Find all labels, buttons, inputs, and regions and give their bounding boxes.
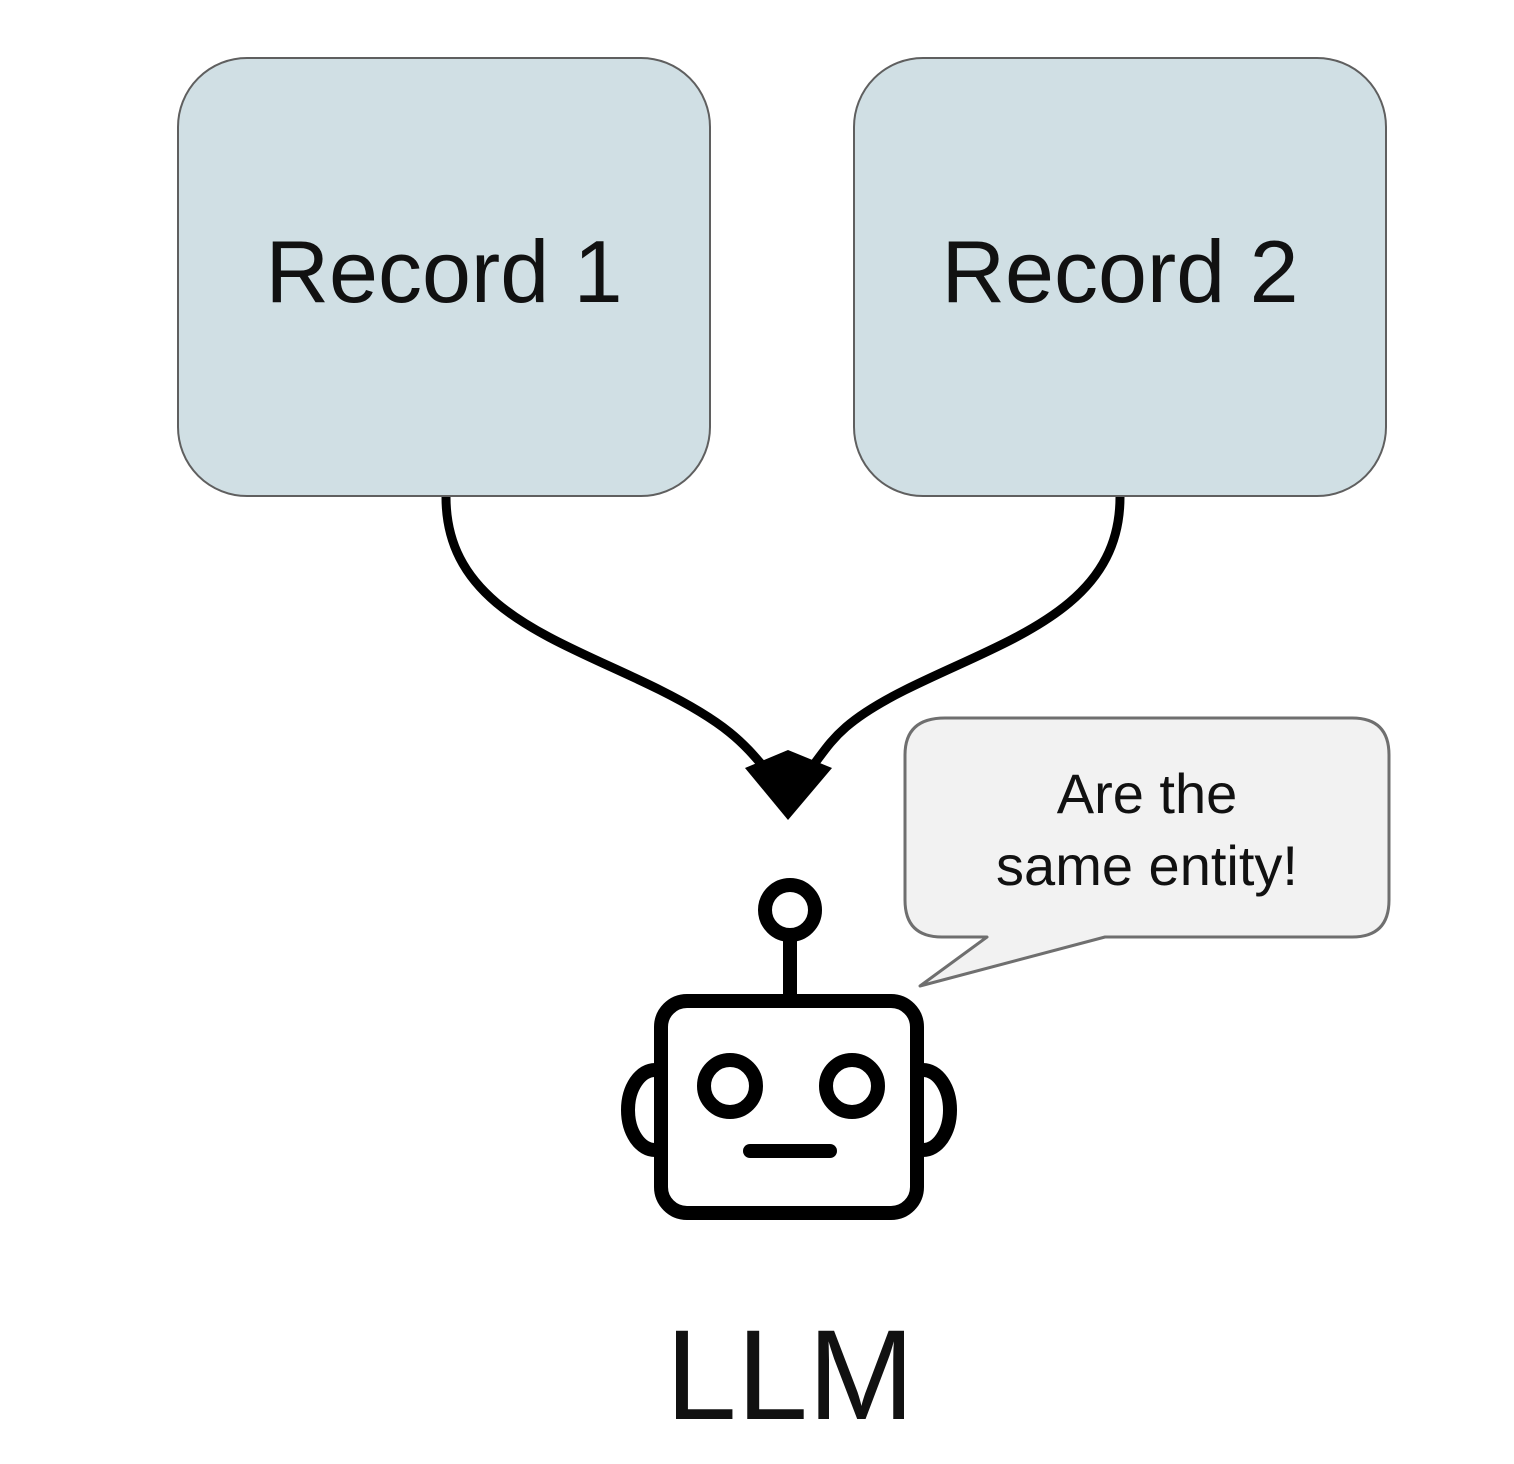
arrow-head: [745, 750, 832, 820]
llm-label: LLM: [665, 1304, 915, 1447]
record-2-box: Record 2: [853, 57, 1387, 497]
speech-line-2: same entity!: [996, 834, 1298, 897]
connector-record-2: [803, 492, 1125, 777]
record-2-label: Record 2: [941, 222, 1299, 321]
speech-line-1: Are the: [1056, 762, 1238, 825]
robot-icon: [621, 878, 957, 1220]
record-1-label: Record 1: [265, 222, 623, 321]
record-1-box: Record 1: [177, 57, 711, 497]
speech-bubble-text: Are the same entity!: [905, 758, 1389, 902]
speech-bubble: [903, 716, 1391, 988]
connector-record-1: [441, 492, 773, 777]
